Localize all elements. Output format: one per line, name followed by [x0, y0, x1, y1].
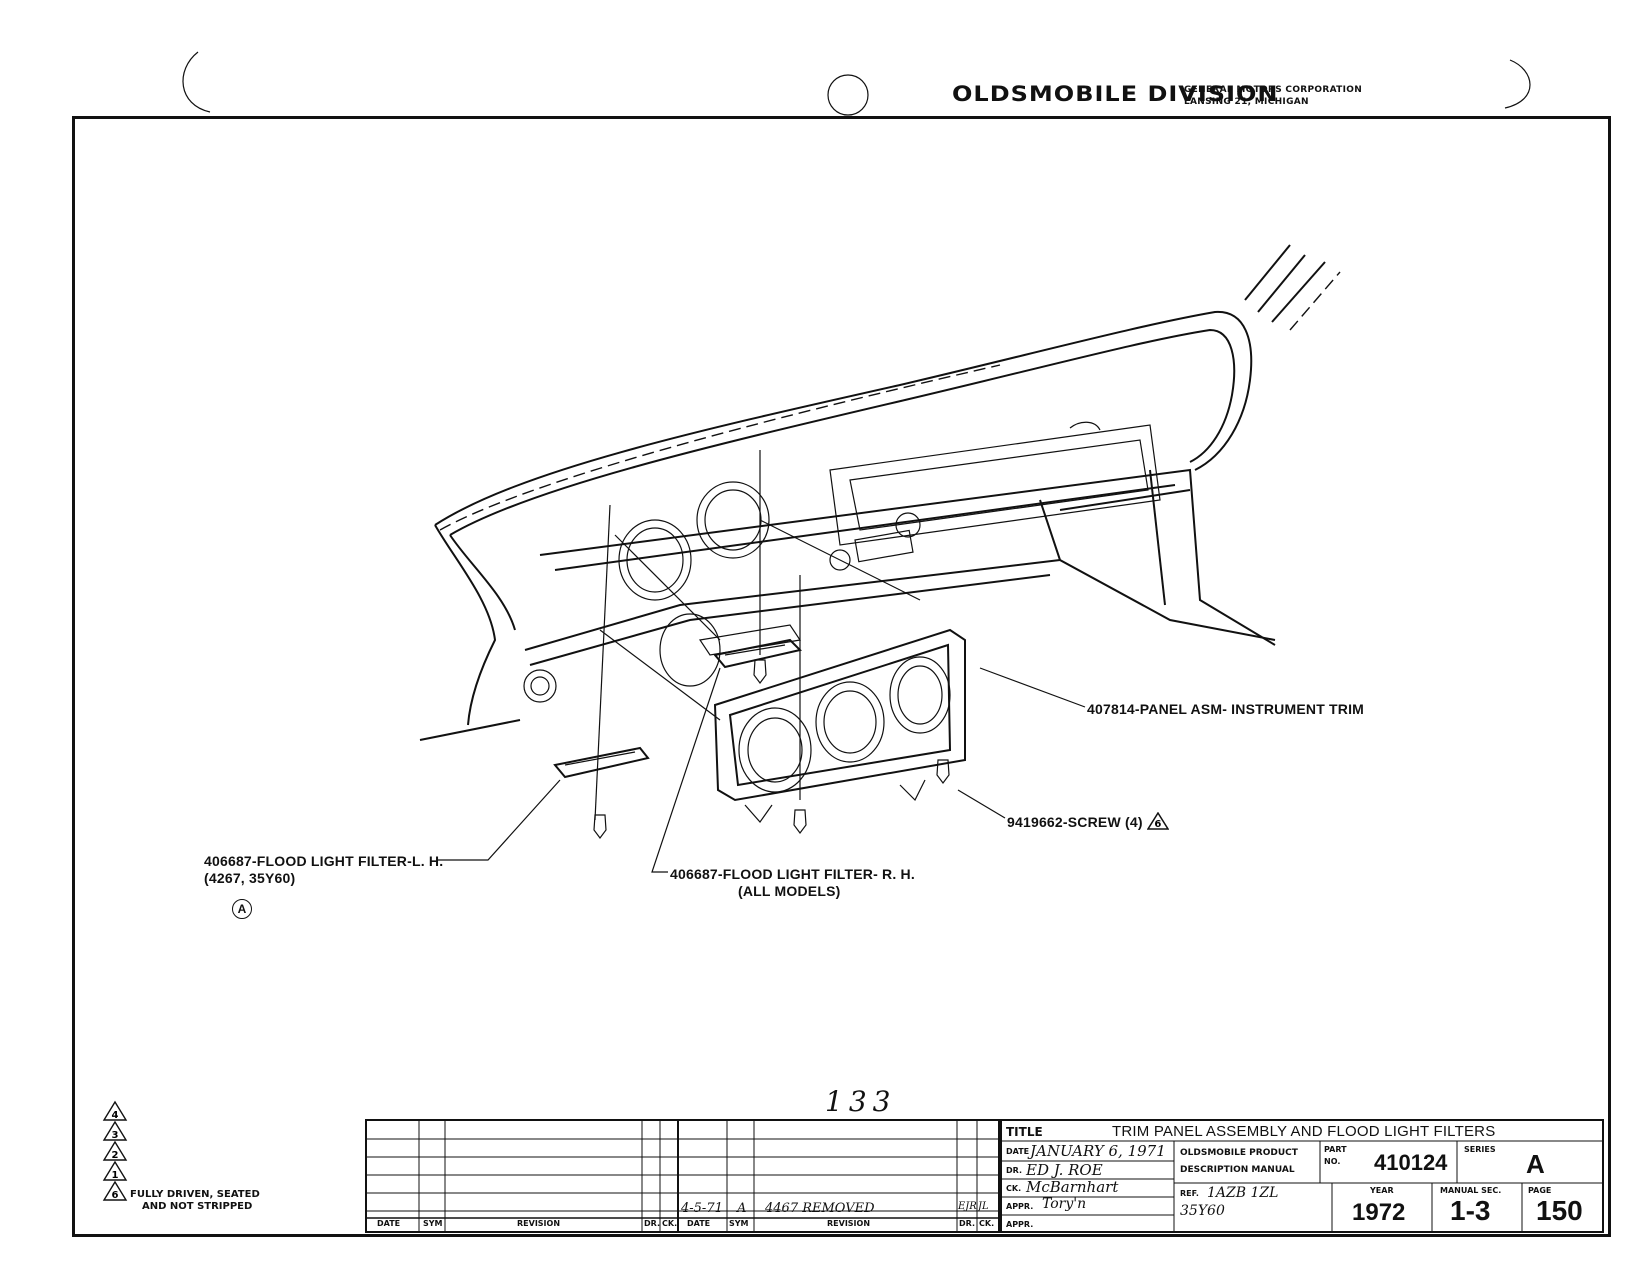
- rev-header-revision-1: REVISION: [517, 1219, 561, 1228]
- manual-sec-value: 1-3: [1450, 1195, 1491, 1226]
- callout-filter-rh-models: (ALL MODELS): [738, 883, 841, 899]
- series-value: A: [1526, 1149, 1545, 1179]
- ref-value-2: 35Y60: [1180, 1203, 1225, 1219]
- checked-by: McBarnhart: [1026, 1178, 1119, 1196]
- appr2-label: APPR.: [1006, 1220, 1034, 1229]
- windshield-pillar: [1244, 244, 1341, 331]
- part-no-label: NO.: [1324, 1157, 1341, 1166]
- rev-header-revision-2: REVISION: [827, 1219, 871, 1228]
- approved-by: Tory'n: [1042, 1196, 1087, 1212]
- legend-note: FULLY DRIVEN, SEATED AND NOT STRIPPED: [130, 1189, 260, 1213]
- binder-hole-right: [1504, 59, 1531, 109]
- rev-header-ck-2: CK.: [979, 1219, 995, 1228]
- appr-label: APPR.: [1006, 1202, 1034, 1211]
- leader-panel-asm: [979, 667, 1086, 708]
- triangle-note-icon: 6: [1146, 811, 1170, 830]
- legend-symbol-2: 2: [112, 1150, 119, 1161]
- legend-symbol-3: 3: [112, 1130, 119, 1141]
- rev-entry-ck: JL: [978, 1201, 989, 1212]
- corporation-name: GENERAL MOTORS CORPORATION: [1184, 85, 1363, 95]
- year-label: YEAR: [1370, 1186, 1394, 1195]
- rev-header-dr-2: DR.: [959, 1219, 975, 1228]
- torque-legend: 4 3 2 1 6: [100, 1100, 130, 1215]
- radio-and-glovebox: [829, 421, 1161, 571]
- binder-hole-left: [182, 51, 211, 113]
- dash-gauge-cluster: [618, 481, 802, 687]
- drawing-frame: [72, 116, 1611, 1237]
- circled-note-a-icon: A: [232, 899, 252, 919]
- flood-light-filter-lh-part: [553, 746, 650, 779]
- rev-header-ck-1: CK.: [662, 1219, 678, 1228]
- leader-filter-rh: [651, 667, 721, 873]
- rev-header-date-2: DATE: [687, 1219, 711, 1228]
- ck-label: CK.: [1006, 1184, 1022, 1193]
- binder-hole-center: [827, 74, 869, 116]
- corporation-location: LANSING 21, MICHIGAN: [1184, 97, 1309, 107]
- legend-symbol-4: 4: [112, 1110, 119, 1121]
- handwritten-page-number: 133: [825, 1085, 897, 1118]
- screw-parts: [593, 659, 950, 839]
- callout-filter-lh-models: (4267, 35Y60): [204, 870, 296, 886]
- legend-symbol-6: 6: [112, 1190, 119, 1201]
- flood-light-filter-rh-part: [713, 638, 802, 669]
- year-value: 1972: [1352, 1199, 1406, 1226]
- ref-value: 1AZB 1ZL: [1207, 1185, 1279, 1201]
- callout-panel-asm: 407814-PANEL ASM- INSTRUMENT TRIM: [1087, 701, 1365, 717]
- leader-filter-lh: [437, 779, 561, 861]
- rev-header-dr-1: DR.: [644, 1219, 660, 1228]
- rev-entry-dr: EJR: [958, 1201, 977, 1212]
- corporation-block: GENERAL MOTORS CORPORATION LANSING 21, M…: [1184, 84, 1362, 108]
- legend-symbol-1: 1: [112, 1170, 119, 1181]
- division-title: OLDSMOBILE DIVISION: [952, 81, 1279, 107]
- revision-grid: [367, 1121, 998, 1231]
- rev-entry-date: 4-5-71: [681, 1201, 723, 1216]
- drawn-by: ED J. ROE: [1026, 1161, 1103, 1179]
- ref-label: REF.: [1180, 1189, 1199, 1198]
- rev-header-sym-1: SYM: [423, 1219, 443, 1228]
- legend-note-line1: FULLY DRIVEN, SEATED: [130, 1189, 260, 1200]
- title-block: TITLE TRIM PANEL ASSEMBLY AND FLOOD LIGH…: [1000, 1119, 1604, 1233]
- dash-body: [419, 468, 1276, 741]
- title-block-grid: [1002, 1140, 1602, 1231]
- title-label: TITLE: [1006, 1125, 1043, 1139]
- rev-entry-sym: A: [737, 1201, 747, 1216]
- rev-header-date-1: DATE: [377, 1219, 401, 1228]
- rev-header-sym-2: SYM: [729, 1219, 749, 1228]
- date-label: DATE: [1006, 1147, 1030, 1156]
- legend-triangles-icon: 4 3 2 1 6: [102, 1100, 128, 1201]
- page-label: PAGE: [1528, 1186, 1552, 1195]
- drawing-date: JANUARY 6, 1971: [1030, 1142, 1166, 1160]
- legend-note-line2: AND NOT STRIPPED: [142, 1201, 253, 1212]
- dr-label: DR.: [1006, 1166, 1022, 1175]
- drawing-title: TRIM PANEL ASSEMBLY AND FLOOD LIGHT FILT…: [1112, 1123, 1496, 1140]
- callout-screw: 9419662-SCREW (4) 6: [1007, 811, 1170, 830]
- instrument-trim-panel: [713, 628, 966, 823]
- series-label: SERIES: [1464, 1145, 1496, 1154]
- part-number: 410124: [1374, 1150, 1448, 1175]
- rev-entry-revision: 4467 REMOVED: [765, 1201, 875, 1216]
- part-label: PART: [1324, 1145, 1347, 1154]
- callout-filter-lh: 406687-FLOOD LIGHT FILTER-L. H.: [204, 853, 444, 869]
- page-number: 150: [1536, 1195, 1583, 1226]
- dash-pad: [434, 310, 1253, 726]
- callout-filter-rh: 406687-FLOOD LIGHT FILTER- R. H.: [670, 866, 915, 882]
- callout-screw-text: 9419662-SCREW (4): [1007, 814, 1143, 830]
- manual-sec-label: MANUAL SEC.: [1440, 1186, 1502, 1195]
- triangle-note-number: 6: [1154, 819, 1161, 830]
- leader-screw: [957, 789, 1006, 819]
- manual-name-2: DESCRIPTION MANUAL: [1180, 1165, 1295, 1175]
- manual-name-1: OLDSMOBILE PRODUCT: [1180, 1148, 1298, 1158]
- revision-block: DATE SYM REVISION DR. CK. DATE SYM REVIS…: [365, 1119, 1000, 1233]
